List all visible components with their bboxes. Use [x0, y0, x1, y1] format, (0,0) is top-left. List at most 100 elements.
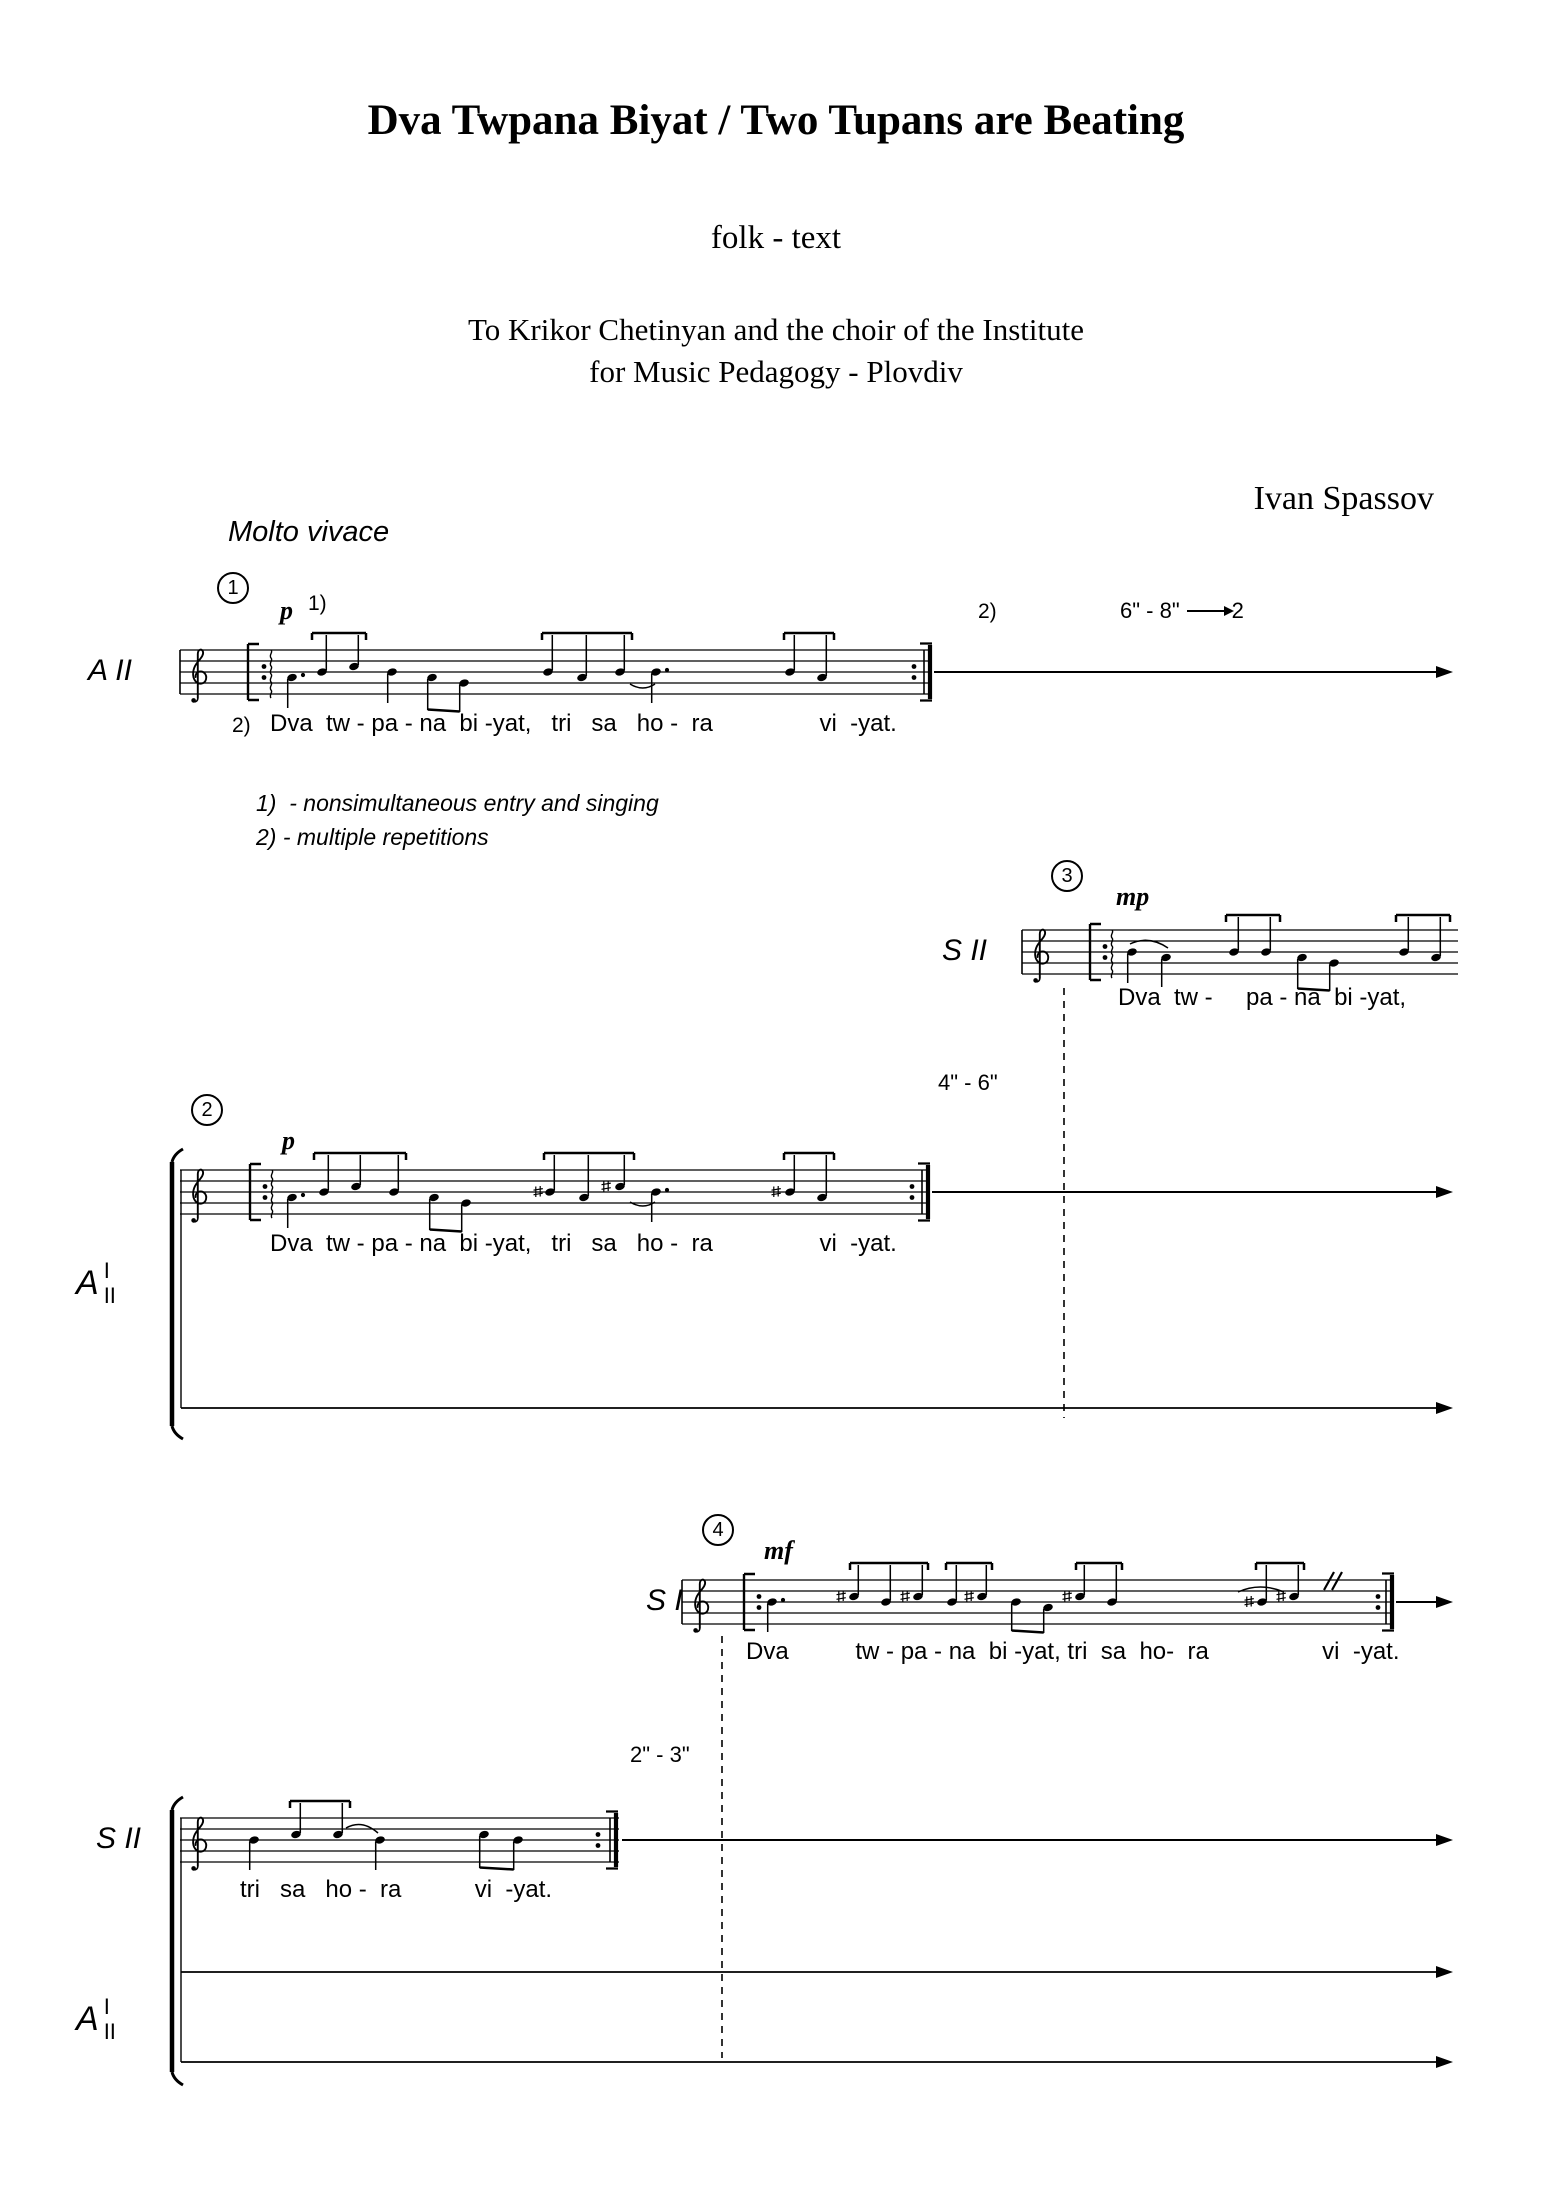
stems — [1126, 917, 1442, 991]
tie — [629, 1201, 656, 1207]
slur — [1237, 1586, 1285, 1593]
dynamic-p-2: p — [282, 1126, 295, 1155]
sharp-icon — [600, 1179, 612, 1193]
sharp-icon — [899, 1589, 911, 1603]
repeat-start-barline — [246, 642, 259, 702]
dedication-line-1: To Krikor Chetinyan and the choir of the… — [468, 312, 1084, 347]
text-credit: folk - text — [710, 220, 842, 256]
lyrics-system-3: Dva tw - pa - na bi -yat, — [1118, 984, 1407, 1011]
squiggle-line — [269, 649, 273, 699]
rehearsal-mark-2: 2 — [191, 1094, 223, 1126]
voice-label-s2-bottom: S II — [96, 1822, 142, 1855]
voice-letter: A — [76, 1999, 99, 2038]
repeat-start-barline — [742, 1572, 755, 1632]
staff-lines — [1022, 929, 1458, 975]
repeat-end-barline — [911, 642, 933, 702]
lyrics-system-4: Dva tw - pa - na bi -yat, tri sa ho- ra … — [746, 1638, 1400, 1665]
notes — [248, 1799, 524, 1871]
arrowhead-icon — [1436, 2056, 1453, 2068]
composer-name: Ivan Spassov — [1253, 480, 1434, 517]
duration-target: 2 — [1231, 598, 1244, 623]
dynamic-mf: mf — [764, 1536, 793, 1565]
arrowhead-icon — [1436, 1402, 1453, 1414]
arrowhead-icon — [1436, 1966, 1453, 1978]
treble-clef-icon — [190, 648, 208, 704]
voice-romans: I II — [104, 1258, 116, 1309]
stems — [286, 1155, 828, 1232]
slur — [1129, 939, 1169, 949]
system-1-staff — [179, 631, 1453, 713]
beams — [848, 1561, 1306, 1634]
voice-label-s2: S II — [942, 934, 988, 967]
arrowhead-icon — [1436, 1186, 1453, 1198]
tempo-marking: Molto vivace — [228, 516, 390, 548]
sharp-icon — [835, 1589, 847, 1603]
voice-label-a12-bottom: A I II — [76, 1994, 116, 2045]
rehearsal-mark-3: 3 — [1051, 860, 1083, 892]
staff-lines — [180, 649, 931, 695]
rehearsal-mark-1: 1 — [217, 572, 249, 604]
notes — [286, 1151, 836, 1233]
entry-wait-4: 2" - 3" — [630, 1742, 690, 1767]
sharp-icon — [963, 1589, 975, 1603]
voice-romans: I II — [104, 1994, 116, 2045]
dedication-line-2: for Music Pedagogy - Plovdiv — [589, 354, 963, 389]
voice-roman-lower: II — [103, 1283, 116, 1309]
repeat-start-barline — [1088, 922, 1101, 982]
arrowhead-icon — [1436, 666, 1453, 678]
repeat-end-barline — [909, 1162, 931, 1222]
voice-label-a12: A I II — [76, 1258, 116, 1309]
stems — [766, 1565, 1300, 1633]
tie — [629, 683, 656, 689]
treble-clef-icon — [190, 1168, 208, 1224]
squiggle-line — [1110, 929, 1114, 979]
arrowhead-icon — [1436, 1834, 1453, 1846]
notes — [1126, 913, 1452, 992]
treble-clef-icon — [190, 1816, 208, 1872]
arrowhead-icon — [1436, 1596, 1453, 1608]
repeat-note-ref: 2) — [978, 600, 997, 623]
staff-lines — [682, 1579, 1393, 1625]
beams — [312, 1151, 836, 1233]
repeat-start-barline — [248, 1162, 261, 1222]
lyrics-system-5: tri sa ho - ra vi -yat. — [240, 1876, 553, 1903]
entry-wait-3: 4" - 6" — [938, 1070, 998, 1095]
lyrics-system-2: Dva tw - pa - na bi -yat, tri sa ho - ra… — [270, 1230, 897, 1257]
staff-lines — [180, 1817, 619, 1863]
treble-clef-icon — [692, 1578, 710, 1634]
squiggle-line — [270, 1169, 274, 1219]
rehearsal-mark-4: 4 — [702, 1514, 734, 1546]
caesura-mark — [1323, 1571, 1343, 1591]
system-2-staff — [169, 1147, 1453, 1441]
repeat-end-barline — [1375, 1572, 1395, 1632]
tie — [345, 1823, 379, 1834]
voice-roman-lower: II — [103, 2019, 116, 2045]
system-3-staff — [1021, 913, 1458, 992]
lyrics-system-1: Dva tw - pa - na bi -yat, tri sa ho - ra… — [270, 710, 897, 737]
voice-label-s1: S I — [646, 1584, 683, 1617]
footnote-2: 2) - multiple repetitions — [256, 824, 489, 850]
stems — [286, 635, 828, 712]
voice-label-a2: A II — [88, 654, 132, 687]
footnote-ref-1: 1) — [308, 592, 327, 615]
notes — [766, 1561, 1343, 1634]
treble-clef-icon — [1032, 928, 1050, 984]
sharp-icon — [1061, 1589, 1073, 1603]
beams — [310, 631, 836, 713]
beams — [1224, 913, 1452, 992]
repeat-end-barline — [595, 1810, 619, 1870]
footnote-1: 1) - nonsimultaneous entry and singing — [256, 790, 659, 816]
duration-range: 6" - 8" — [1120, 598, 1180, 623]
system-bracket-hooks — [170, 1795, 184, 2087]
page-title: Dva Twpana Biyat / Two Tupans are Beatin… — [367, 97, 1185, 144]
voice-letter: A — [76, 1263, 99, 1302]
dynamic-mp: mp — [1116, 882, 1150, 911]
stems — [248, 1803, 515, 1870]
system-bracket-hooks — [170, 1147, 184, 1441]
dynamic-p: p — [280, 596, 293, 625]
duration-indication: 6" - 8" 2 — [1120, 598, 1244, 624]
voice-roman-upper: I — [103, 1994, 110, 2019]
right-arrow-icon — [1186, 606, 1234, 616]
